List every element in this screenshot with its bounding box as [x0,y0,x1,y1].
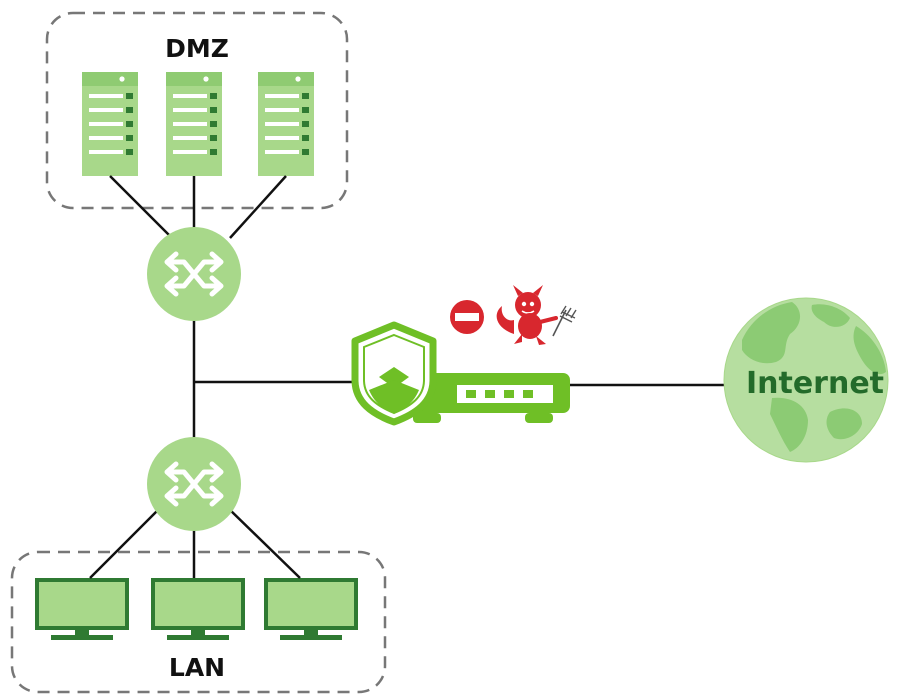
connection-lines [89,175,727,579]
shield-diamond [379,367,409,388]
monitor-icon[interactable] [35,578,129,640]
lan-zone: LAN [10,550,387,694]
shield-base [369,380,419,414]
lan-zone-border [10,550,387,694]
monitor-icon[interactable] [151,578,245,640]
switch-icon[interactable] [147,227,241,321]
globe-icon [723,297,889,463]
firewall-icon[interactable] [351,321,570,426]
dmz-zone: DMZ [45,11,349,210]
devil-icon [496,285,577,345]
server-icon[interactable] [258,72,314,176]
server-icon[interactable] [82,72,138,176]
internet-label: Internet [746,366,884,401]
dmz-label: DMZ [165,34,229,63]
server-icon[interactable] [166,72,222,176]
firewall-foot [413,413,441,423]
switch-icon[interactable] [147,437,241,531]
dmz-zone-border [45,11,349,210]
firewall-foot [525,413,553,423]
no-entry-icon [450,300,484,334]
firewall-ports [466,390,533,398]
monitor-icon[interactable] [264,578,358,640]
lan-label: LAN [169,653,225,682]
